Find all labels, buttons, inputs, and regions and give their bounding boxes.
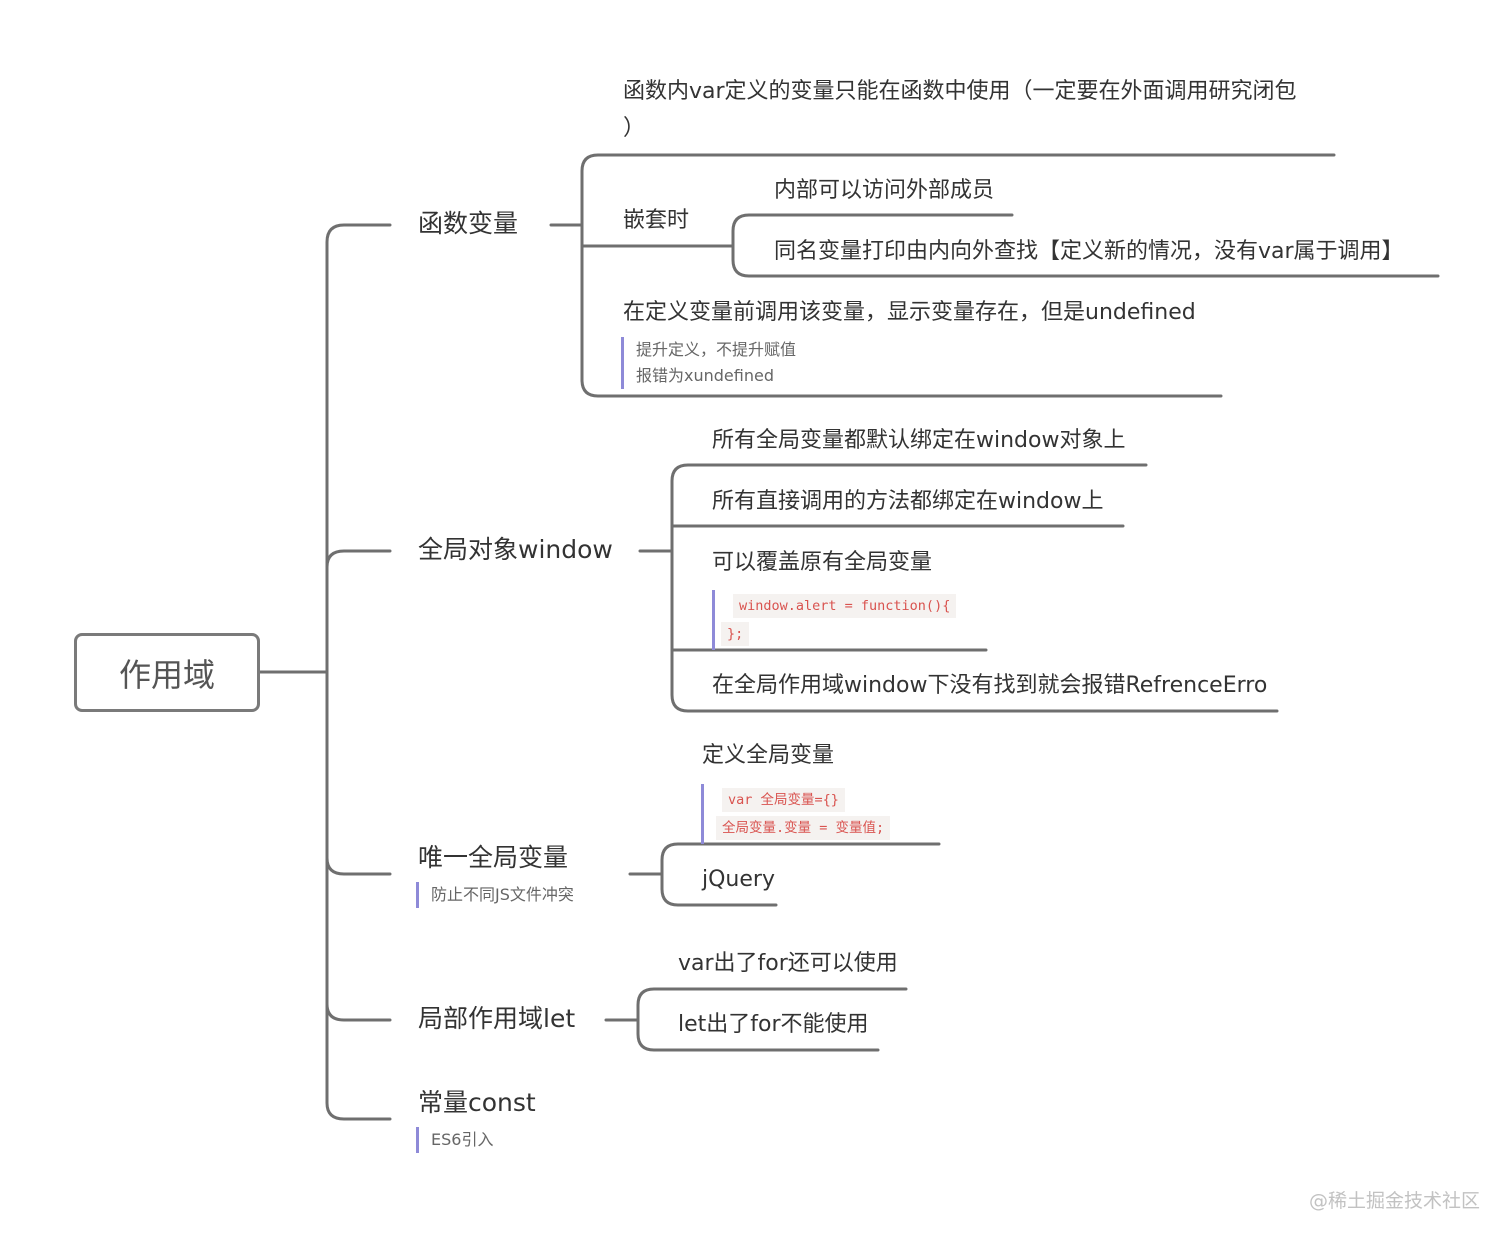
nested-inner-access-topic[interactable]: 内部可以访问外部成员 — [774, 178, 995, 203]
connector-window — [325, 549, 392, 569]
unique-global-note: 防止不同JS文件冲突 — [416, 882, 574, 908]
code-line: }; — [721, 622, 750, 646]
branch-function-variable[interactable]: 函数变量 — [418, 209, 519, 238]
hoisting-note-line2: 报错为xundefined — [636, 366, 774, 385]
window-reference-error-topic[interactable]: 在全局作用域window下没有找到就会报错RefrenceErro — [712, 673, 1268, 698]
root-node-scope[interactable]: 作用域 — [74, 633, 260, 712]
branch-local-let[interactable]: 局部作用域let — [418, 1004, 576, 1033]
const-note-text: ES6引入 — [431, 1130, 494, 1149]
hoisting-topic[interactable]: 在定义变量前调用该变量，显示变量存在，但是undefined — [623, 300, 1196, 325]
define-global-code: var 全局变量={} 全局变量.变量 = 变量值; — [701, 784, 891, 844]
code-line: window.alert = function(){ — [733, 594, 957, 618]
branch-unique-global[interactable]: 唯一全局变量 — [418, 843, 569, 872]
func-scope-topic-line2: ） — [623, 116, 646, 141]
connector-nested-bracket — [731, 213, 1440, 278]
window-override-topic[interactable]: 可以覆盖原有全局变量 — [712, 550, 933, 575]
func-scope-topic-line1[interactable]: 函数内var定义的变量只能在函数中使用（一定要在外面调用研究闭包 — [623, 79, 1297, 104]
connector-let-bracket — [636, 987, 908, 1052]
unique-global-note-text: 防止不同JS文件冲突 — [431, 885, 574, 904]
connector-func-bracket — [580, 153, 1336, 398]
hoisting-note-line1: 提升定义，不提升赋值 — [636, 340, 797, 359]
nested-lookup-topic[interactable]: 同名变量打印由内向外查找【定义新的情况，没有var属于调用】 — [774, 239, 1404, 264]
connector-global-bracket — [660, 842, 941, 907]
let-for-topic[interactable]: let出了for不能使用 — [678, 1012, 869, 1037]
connector-global — [325, 856, 392, 876]
define-global-topic[interactable]: 定义全局变量 — [702, 743, 835, 768]
connector-window-bracket — [670, 463, 1279, 713]
branch-global-window[interactable]: 全局对象window — [418, 535, 613, 564]
watermark: @稀土掘金技术社区 — [1308, 1190, 1480, 1212]
nested-topic[interactable]: 嵌套时 — [623, 208, 690, 233]
hoisting-note: 提升定义，不提升赋值 报错为xundefined — [621, 337, 796, 389]
branch-const[interactable]: 常量const — [418, 1088, 536, 1117]
window-vars-topic[interactable]: 所有全局变量都默认绑定在window对象上 — [712, 428, 1126, 453]
var-for-topic[interactable]: var出了for还可以使用 — [678, 951, 898, 976]
window-methods-topic[interactable]: 所有直接调用的方法都绑定在window上 — [712, 489, 1104, 514]
connector-let — [325, 1002, 392, 1022]
code-line: var 全局变量={} — [722, 788, 845, 812]
jquery-topic[interactable]: jQuery — [702, 867, 775, 892]
const-note: ES6引入 — [416, 1127, 493, 1153]
connector-trunk — [325, 223, 392, 1121]
window-override-code: window.alert = function(){ }; — [712, 590, 957, 650]
code-line: 全局变量.变量 = 变量值; — [716, 816, 891, 840]
